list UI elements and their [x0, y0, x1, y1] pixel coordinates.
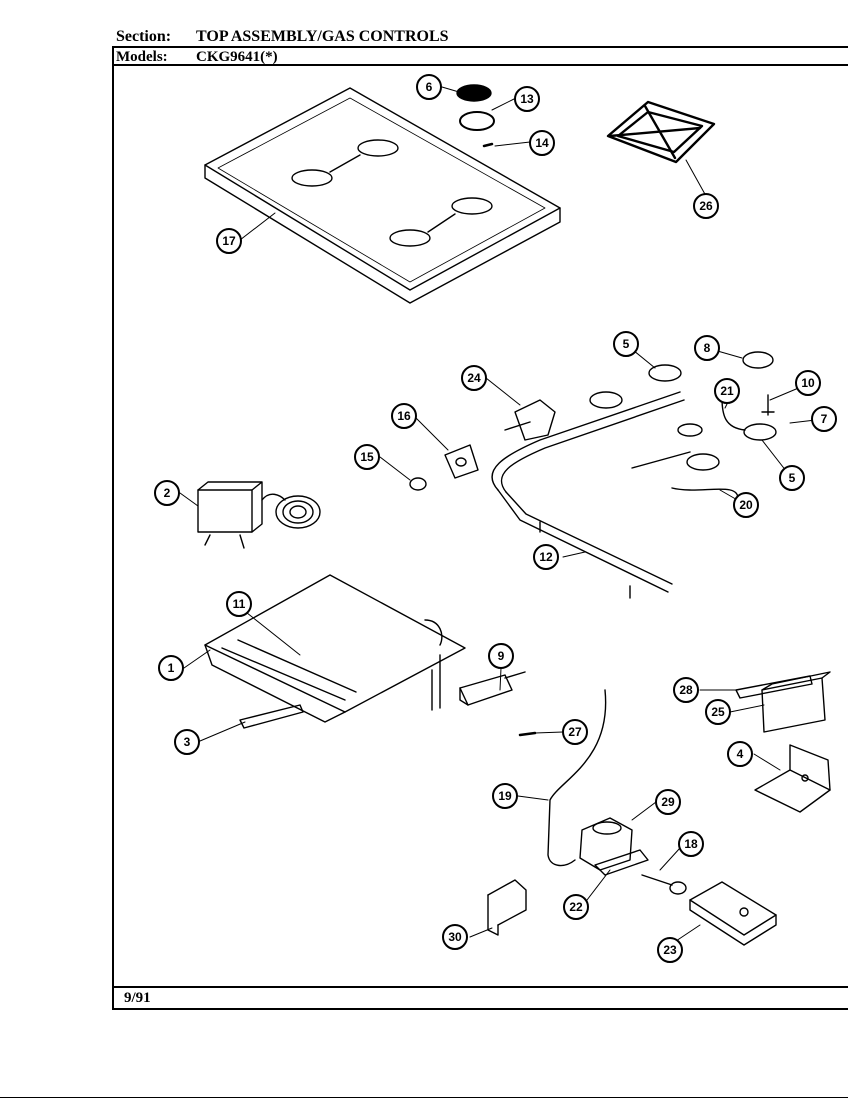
- svg-text:21: 21: [720, 384, 734, 398]
- svg-text:30: 30: [448, 930, 462, 944]
- svg-text:13: 13: [520, 92, 534, 106]
- callout-14: 14: [529, 130, 555, 156]
- svg-text:7: 7: [821, 412, 828, 426]
- svg-text:18: 18: [684, 837, 698, 851]
- footer-rule-bottom: [112, 1008, 848, 1010]
- callout-7: 7: [811, 406, 837, 432]
- cooktop-panel-part: [204, 87, 561, 304]
- igniter-bracket-part: [444, 444, 479, 479]
- bracket-part: [239, 704, 304, 729]
- svg-text:25: 25: [711, 705, 725, 719]
- callout-6: 6: [416, 74, 442, 100]
- header-rule: [112, 64, 848, 66]
- callout-20: 20: [733, 492, 759, 518]
- callout-12: 12: [533, 544, 559, 570]
- footer-date: 9/91: [124, 990, 151, 1006]
- screw-27-part: [518, 731, 537, 737]
- callout-24: 24: [461, 365, 487, 391]
- callout-21: 21: [714, 378, 740, 404]
- screw-part: [482, 142, 494, 148]
- section-label: Section:: [116, 28, 172, 45]
- svg-text:22: 22: [569, 900, 583, 914]
- oven-burner-box-part: [689, 881, 777, 946]
- diagram-frame: [112, 46, 848, 1010]
- callout-9: 9: [488, 643, 514, 669]
- callout-26: 26: [693, 193, 719, 219]
- gas-tube-part: [547, 689, 607, 867]
- callout-22: 22: [563, 894, 589, 920]
- svg-text:6: 6: [426, 80, 433, 94]
- burner-cap-part: [456, 84, 492, 102]
- burner-grate-part: [606, 100, 716, 164]
- svg-text:20: 20: [739, 498, 753, 512]
- callout-1: 1: [158, 655, 184, 681]
- ignition-lead-part: [671, 487, 739, 501]
- callout-29: 29: [655, 789, 681, 815]
- footer-rule-top: [112, 986, 848, 988]
- callout-8: 8: [694, 335, 720, 361]
- svg-text:17: 17: [222, 234, 236, 248]
- svg-text:14: 14: [535, 136, 549, 150]
- callout-5: 5: [613, 331, 639, 357]
- callout-16: 16: [391, 403, 417, 429]
- svg-text:9: 9: [498, 649, 505, 663]
- svg-text:10: 10: [801, 376, 815, 390]
- svg-text:1: 1: [168, 661, 175, 675]
- manifold-part: [491, 391, 685, 599]
- svg-text:4: 4: [737, 747, 744, 761]
- svg-text:15: 15: [360, 450, 374, 464]
- igniter-electrode-part: [761, 394, 775, 416]
- ring-part: [459, 111, 495, 131]
- callout-28: 28: [673, 677, 699, 703]
- svg-text:3: 3: [184, 735, 191, 749]
- fitting-part: [641, 874, 687, 895]
- svg-text:12: 12: [539, 550, 553, 564]
- svg-text:11: 11: [233, 597, 246, 611]
- burner-cap-small-part: [742, 351, 774, 369]
- svg-text:27: 27: [568, 725, 582, 739]
- spacer-part: [409, 477, 427, 491]
- svg-text:26: 26: [699, 199, 713, 213]
- callout-2: 2: [154, 480, 180, 506]
- switch-part: [459, 671, 526, 706]
- svg-text:2: 2: [164, 486, 171, 500]
- svg-text:28: 28: [679, 683, 693, 697]
- models-value: CKG9641(*): [196, 49, 278, 65]
- callout-5b: 5: [779, 465, 805, 491]
- regulator-part: [579, 817, 649, 876]
- callout-23: 23: [657, 937, 683, 963]
- svg-text:16: 16: [397, 409, 411, 423]
- callout-3: 3: [174, 729, 200, 755]
- heat-shield-part: [204, 574, 466, 723]
- callout-17: 17: [216, 228, 242, 254]
- callout-10: 10: [795, 370, 821, 396]
- svg-text:23: 23: [663, 943, 677, 957]
- callout-18: 18: [678, 831, 704, 857]
- bracket-4-part: [754, 744, 831, 813]
- callout-15: 15: [354, 444, 380, 470]
- spark-module-part: [504, 399, 556, 441]
- svg-text:8: 8: [704, 341, 711, 355]
- svg-text:24: 24: [467, 371, 481, 385]
- svg-text:29: 29: [661, 795, 675, 809]
- page-bottom-line: [0, 1097, 848, 1098]
- terminal-block-part: [761, 671, 831, 733]
- callout-25: 25: [705, 699, 731, 725]
- callout-30: 30: [442, 924, 468, 950]
- callout-13: 13: [514, 86, 540, 112]
- thermostat-part: [197, 481, 321, 549]
- callout-19: 19: [492, 783, 518, 809]
- callout-27: 27: [562, 719, 588, 745]
- svg-text:5: 5: [789, 471, 796, 485]
- svg-text:5: 5: [623, 337, 630, 351]
- models-label: Models:: [116, 49, 168, 65]
- section-title: TOP ASSEMBLY/GAS CONTROLS: [196, 28, 449, 45]
- callout-4: 4: [727, 741, 753, 767]
- svg-text:19: 19: [498, 789, 512, 803]
- burner-head-part: [589, 364, 777, 471]
- callout-11: 11: [226, 591, 252, 617]
